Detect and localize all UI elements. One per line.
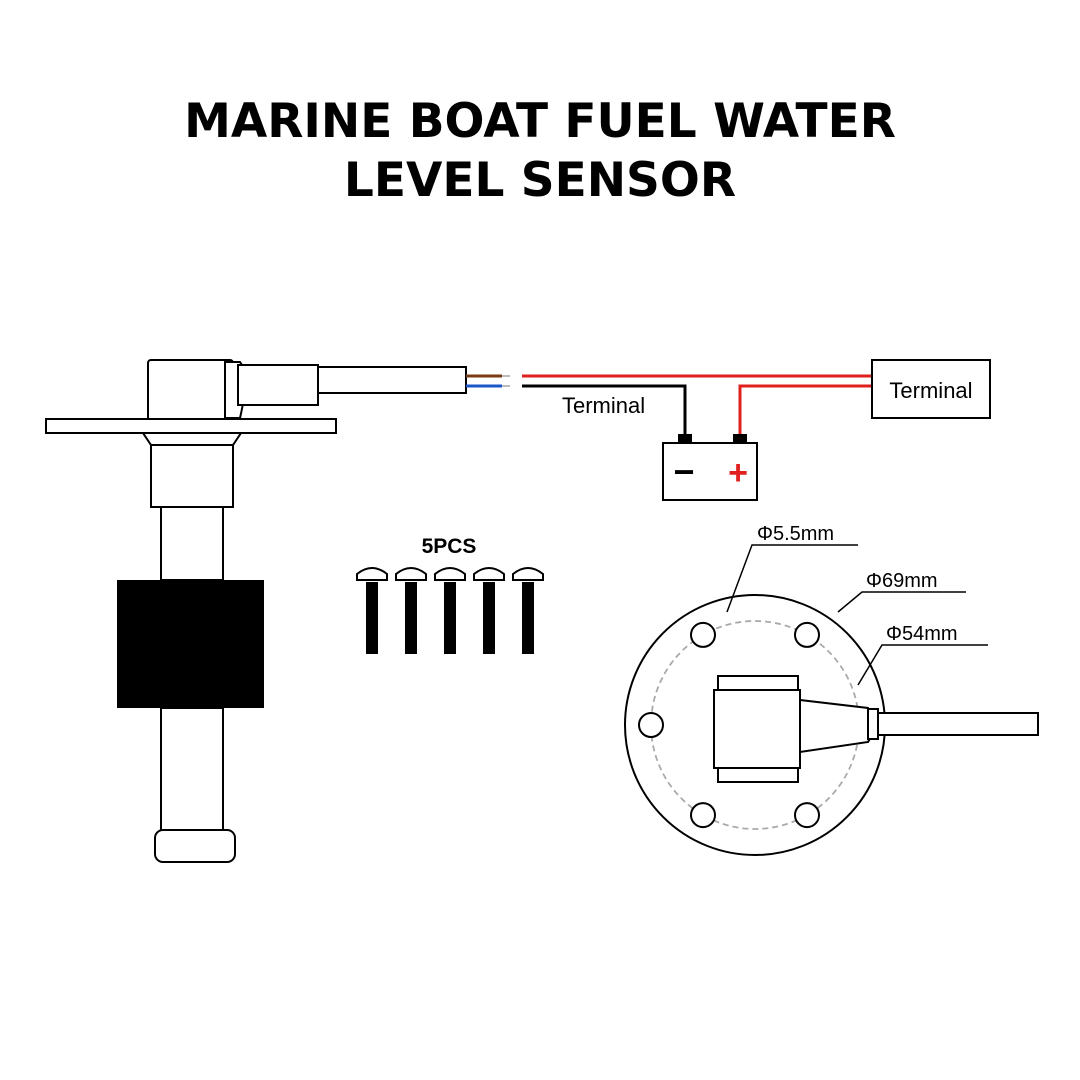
screws-label: 5PCS [422, 535, 477, 558]
terminal-box-right: Terminal [871, 359, 991, 419]
sensor-side-view [45, 359, 467, 863]
screw [395, 567, 427, 654]
hole-diameter-label: Φ5.5mm [757, 523, 834, 545]
screw-shank [405, 582, 417, 654]
screw-shank [366, 582, 378, 654]
title-line-1: MARINE BOAT FUEL WATER [184, 94, 896, 149]
battery-plus-sign: + [728, 454, 748, 492]
battery-body [662, 442, 758, 501]
screw [512, 567, 544, 654]
screw [434, 567, 466, 654]
sensor-tube-upper [160, 506, 224, 581]
sensor-float [117, 580, 264, 708]
bolt-circle-dimension-leader [857, 644, 988, 686]
screw-head [512, 567, 544, 581]
dimension-leaders [726, 544, 988, 686]
screw [473, 567, 505, 654]
sensor-cable-jacket [317, 366, 467, 394]
sensor-wire-ends [466, 374, 510, 388]
battery: − + [662, 434, 758, 501]
flange-hole [690, 621, 716, 648]
screw-shank [522, 582, 534, 654]
flange-hole [690, 802, 716, 829]
screw [356, 567, 388, 654]
screw-shank [483, 582, 495, 654]
screws-group [356, 567, 544, 654]
hole-dimension-leader [726, 544, 858, 613]
sensor-mount-plate [45, 418, 337, 434]
flange-connector-top-tab [717, 675, 799, 691]
terminal-label-right: Terminal [889, 378, 972, 403]
sensor-tube-lower [160, 707, 224, 833]
bolt-circle-diameter-label: Φ54mm [886, 623, 958, 645]
sensor-head-block [147, 359, 234, 421]
terminal-label-left: Terminal [562, 393, 645, 418]
outer-diameter-label: Φ69mm [866, 570, 938, 592]
flange-hole [794, 621, 820, 648]
flange-top-view [624, 594, 1039, 856]
screw-head [395, 567, 427, 581]
page-title: MARINE BOAT FUEL WATER LEVEL SENSOR [0, 92, 1080, 210]
flange-connector-bottom-tab [717, 767, 799, 783]
sensor-neck [150, 444, 234, 508]
screw-shank [444, 582, 456, 654]
flange-cable [872, 712, 1039, 736]
screw-head [473, 567, 505, 581]
outer-dimension-leader [837, 591, 966, 613]
positive-wire-to-battery [738, 384, 872, 434]
flange-cable-ring [867, 708, 879, 740]
sensor-cable-boot [237, 364, 319, 406]
flange-connector-body [713, 689, 801, 769]
screw-head [356, 567, 388, 581]
battery-terminal-negative [678, 434, 692, 443]
battery-minus-sign: − [673, 451, 694, 492]
flange-hole [638, 712, 664, 738]
battery-terminal-positive [733, 434, 747, 443]
terminal-box [871, 359, 991, 419]
sensor-foot [154, 829, 236, 863]
title-line-2: LEVEL SENSOR [343, 153, 737, 208]
negative-wire [522, 384, 687, 434]
screw-head [434, 567, 466, 581]
wiring-diagram [522, 374, 872, 434]
flange-hole [794, 802, 820, 829]
sensor-neck-taper [141, 432, 243, 446]
